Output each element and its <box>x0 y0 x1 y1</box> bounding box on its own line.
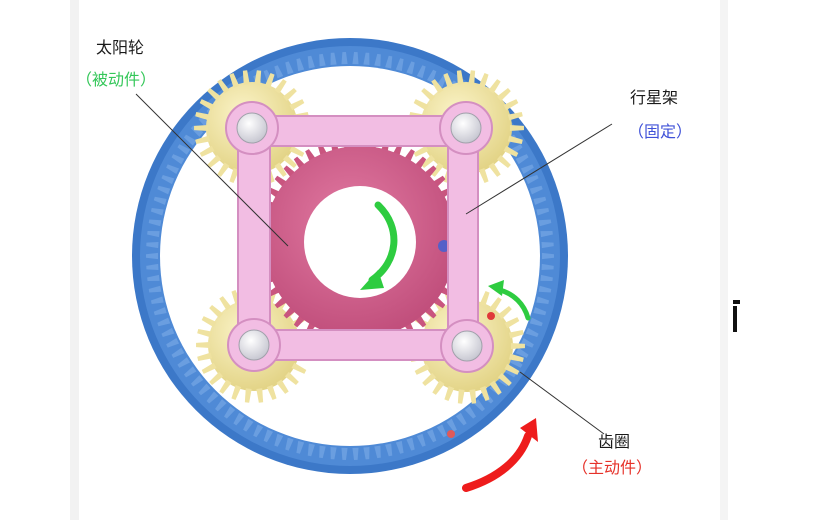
red-curved-arrow-icon <box>462 418 538 492</box>
left-background-strip <box>70 0 79 520</box>
carrier-label: 行星架 <box>630 88 679 107</box>
planet-carrier <box>225 101 494 373</box>
green-curved-arrow-icon <box>360 201 398 290</box>
green-curved-arrow-icon <box>488 280 531 321</box>
carrier-hub-bottom-right <box>440 319 494 373</box>
marker-dot-ring <box>447 430 455 438</box>
carrier-role-label: （固定） <box>628 122 693 141</box>
leader-line-ring <box>519 371 605 435</box>
carrier-hub-bottom-left <box>227 318 281 372</box>
sun-gear-role-label: （被动件） <box>76 70 157 89</box>
ring-gear-role-label: （主动件） <box>572 458 653 477</box>
marker-dot-planet <box>487 312 495 320</box>
carrier-hub-top-right <box>439 101 493 155</box>
ring-gear-label: 齿圈 <box>598 432 631 451</box>
leader-line-sun <box>135 93 289 247</box>
sun-gear-label: 太阳轮 <box>96 38 145 57</box>
carrier-hub-top-left <box>225 101 279 155</box>
edge-mark-icon <box>733 300 740 332</box>
leader-line-carrier <box>465 123 613 215</box>
right-background-strip <box>720 0 728 520</box>
sun-gear <box>254 136 466 348</box>
